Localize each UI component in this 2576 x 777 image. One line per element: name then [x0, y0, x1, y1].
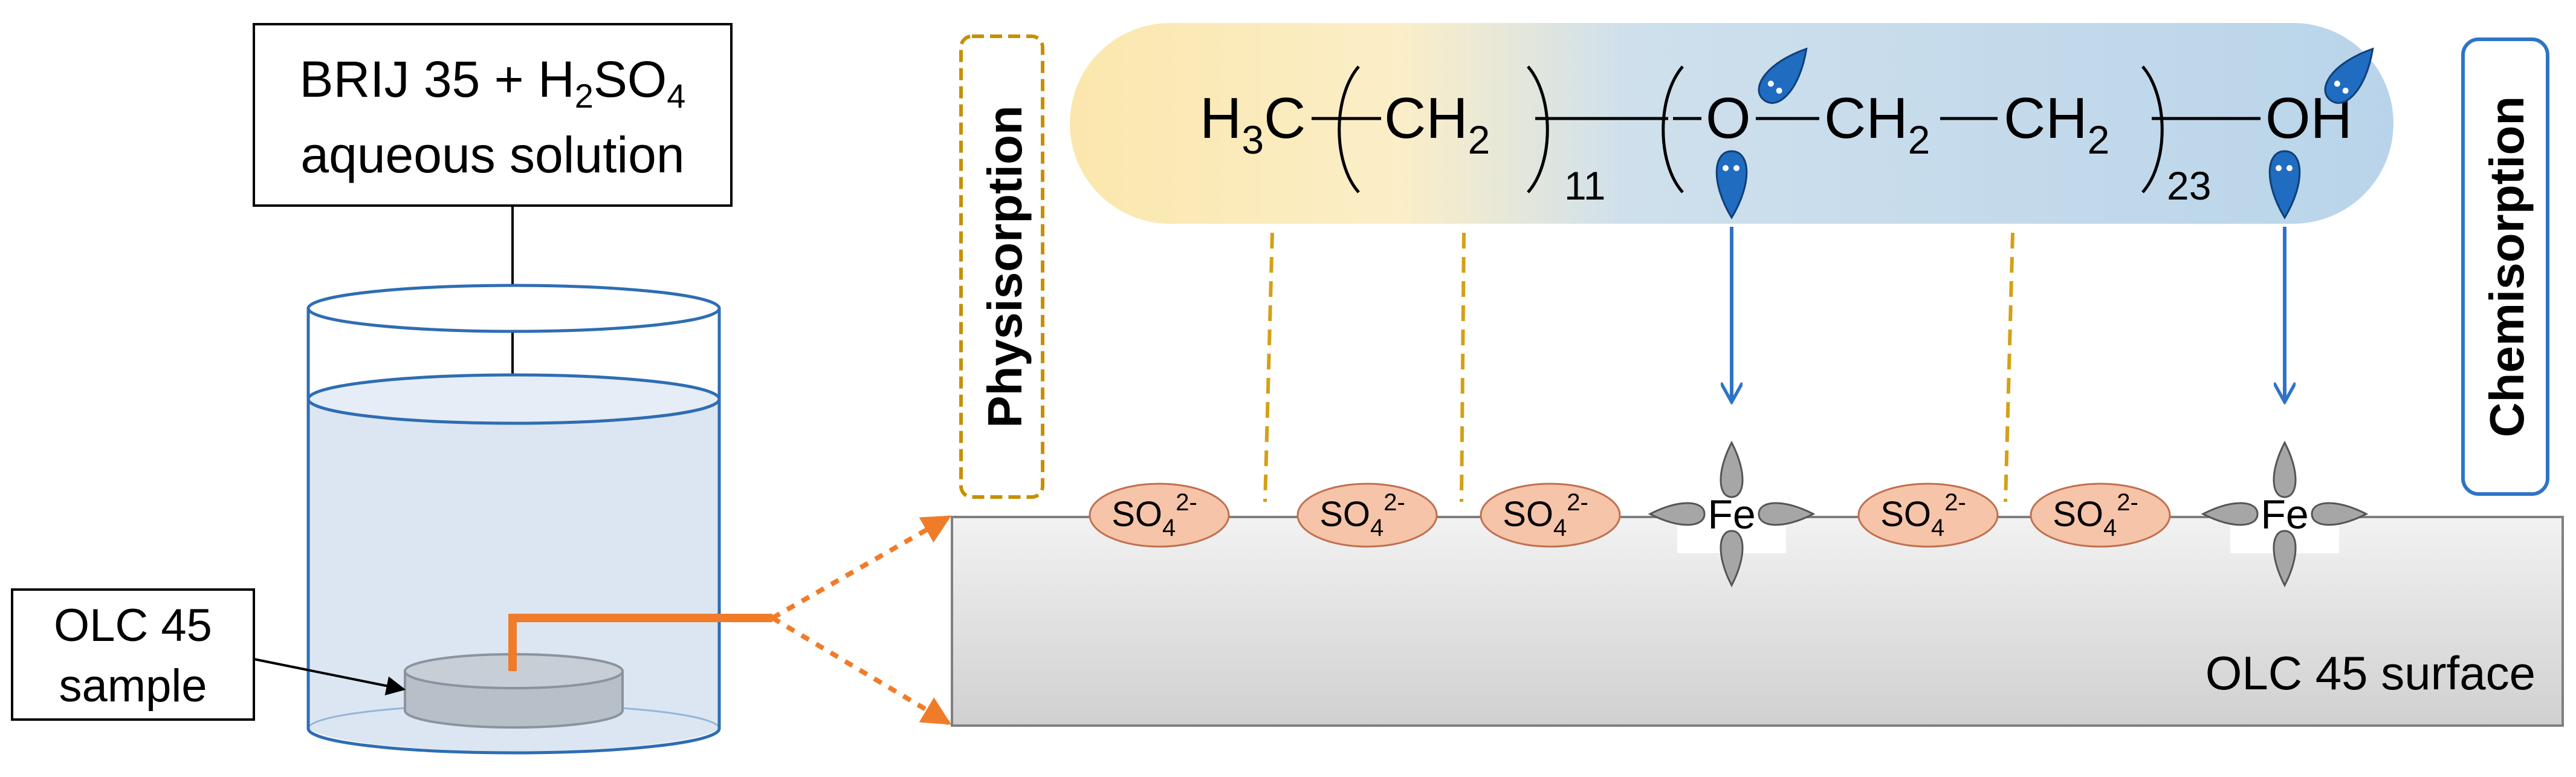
surface-label: OLC 45 surface	[2205, 646, 2536, 700]
sample-label-box: OLC 45 sample	[11, 588, 255, 721]
solution-label-line1: BRIJ 35 + H2SO4	[300, 51, 686, 115]
repeat-11: 11	[1564, 163, 1606, 208]
sample-label-line1: OLC 45	[54, 600, 212, 651]
physisorption-label: Physisorption	[978, 105, 1032, 428]
sulfate-ion: SO42-	[1857, 483, 1999, 548]
beaker	[306, 284, 721, 755]
sulfate-ion: SO42-	[1296, 483, 1438, 548]
iron-label: Fe	[1707, 492, 1755, 538]
svg-text:SO42-: SO42-	[1319, 489, 1405, 541]
sulfate-ion: SO42-	[2030, 483, 2171, 548]
repeat-23: 23	[2167, 163, 2211, 208]
sample-label-line2: sample	[59, 660, 207, 712]
ether-oxygen: O	[1706, 86, 1751, 151]
ch2-group-1: CH2	[1384, 86, 1490, 162]
orange-wire	[508, 614, 772, 671]
physisorption-box: Physisorption	[959, 34, 1044, 499]
zoom-line-upper	[771, 515, 952, 620]
sulfate-ion: SO42-	[1480, 483, 1621, 548]
ch2-group-3: CH2	[2004, 86, 2109, 162]
solution-label-line2: aqueous solution	[300, 126, 684, 183]
svg-text:SO42-: SO42-	[1112, 489, 1197, 541]
molecule-band	[1070, 23, 2393, 224]
svg-text:SO42-: SO42-	[2053, 489, 2138, 541]
solution-label-box: BRIJ 35 + H2SO4 aqueous solution	[253, 23, 733, 207]
sulfate-ion: SO42-	[1089, 483, 1230, 548]
chemisorption-box: Chemisorption	[2461, 37, 2549, 496]
molecule-formula: H3C CH2 11 O CH2 CH2 23 OH	[1200, 65, 2352, 208]
sample-arrow	[253, 658, 406, 695]
iron-atom: Fe	[2202, 441, 2367, 587]
iron-label: Fe	[2260, 492, 2308, 538]
svg-text:SO42-: SO42-	[1880, 489, 1966, 541]
ch2-group-2: CH2	[1824, 86, 1930, 162]
chemisorption-label: Chemisorption	[2480, 96, 2534, 437]
methyl-group: H3C	[1200, 86, 1306, 162]
zoom-line-lower	[771, 616, 952, 726]
physisorption-lines	[1263, 232, 2015, 502]
svg-text:SO42-: SO42-	[1503, 489, 1588, 541]
iron-atom: Fe	[1649, 441, 1814, 587]
